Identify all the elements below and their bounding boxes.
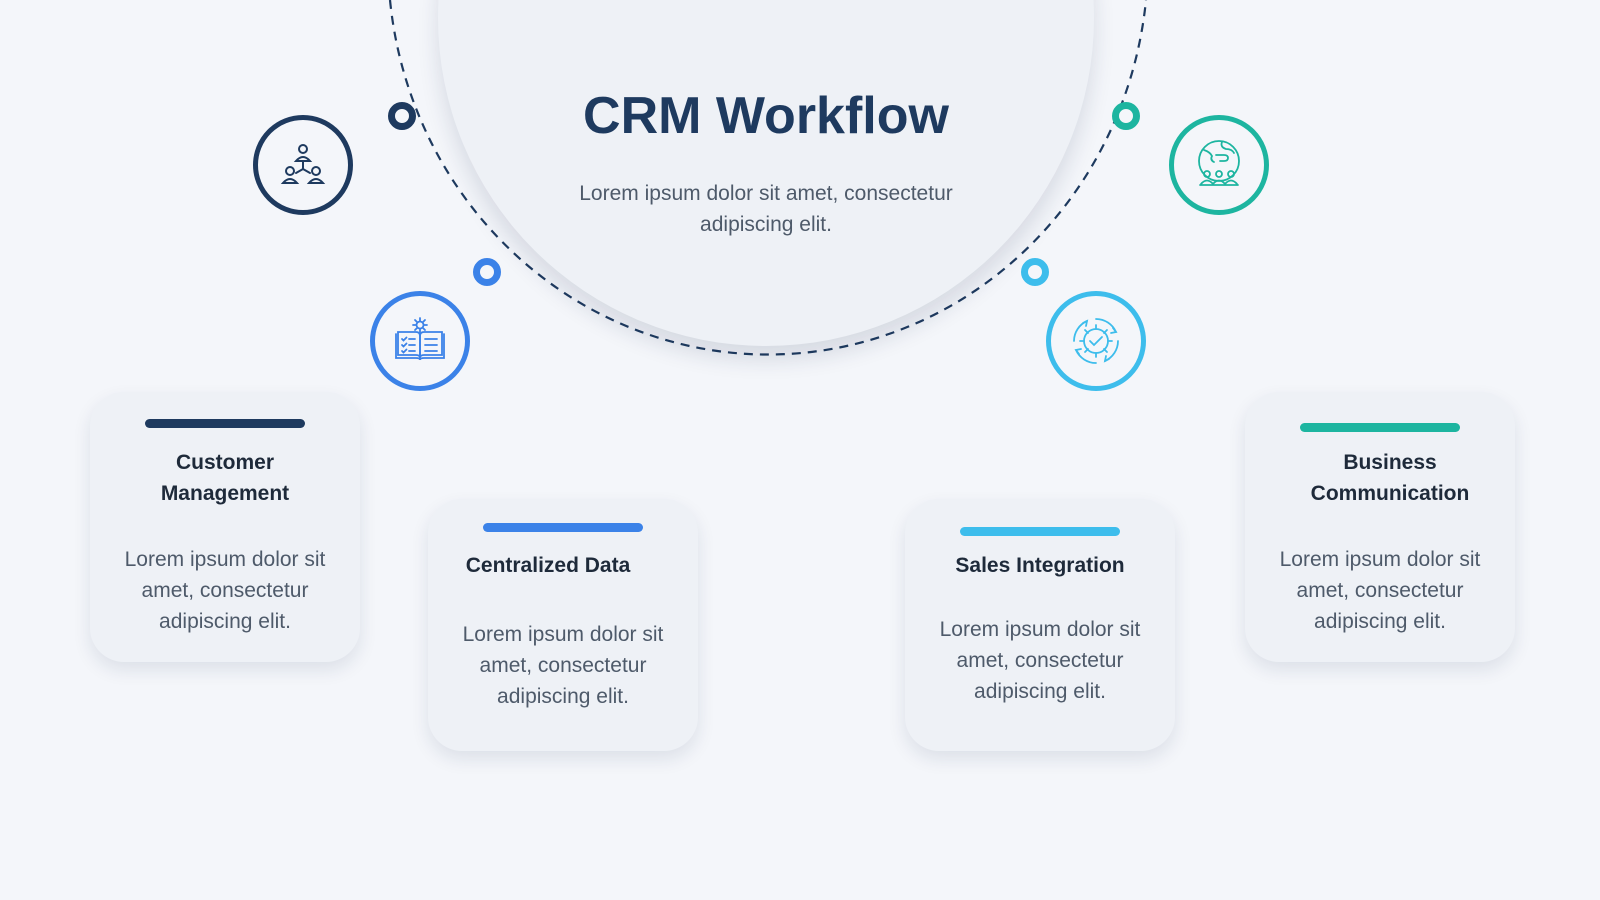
arc-node-customer-management — [388, 102, 416, 130]
page-title: CRM Workflow — [583, 87, 949, 145]
card-description: Lorem ipsum dolor sit amet, consectetur … — [462, 623, 664, 708]
card-accent-bar — [145, 419, 305, 428]
step-card-customer-management: Customer Management Lorem ipsum dolor si… — [90, 392, 360, 662]
people-network-icon — [280, 144, 326, 184]
book-gear-icon — [395, 317, 445, 361]
card-description: Lorem ipsum dolor sit amet, consectetur … — [124, 548, 326, 633]
gear-check-icon — [1073, 318, 1119, 364]
card-title: Sales Integration — [955, 554, 1125, 577]
step-card-business-communication: Business Communication Lorem ipsum dolor… — [1245, 392, 1515, 662]
step-card-centralized-data: Centralized Data Lorem ipsum dolor sit a… — [428, 499, 698, 751]
card-accent-bar — [960, 527, 1120, 536]
card-title: Customer Management — [160, 451, 290, 505]
card-accent-bar — [483, 523, 643, 532]
icon-circle-centralized-data — [370, 291, 470, 391]
arc-node-business-communication — [1112, 102, 1140, 130]
card-description: Lorem ipsum dolor sit amet, consectetur … — [1279, 548, 1481, 633]
globe-team-icon — [1198, 140, 1240, 186]
card-title: Centralized Data — [465, 554, 631, 577]
icon-circle-business-communication — [1169, 115, 1269, 215]
icon-circle-customer-management — [253, 115, 353, 215]
step-card-sales-integration: Sales Integration Lorem ipsum dolor sit … — [905, 499, 1175, 751]
card-title: Business Communication — [1310, 451, 1470, 505]
card-accent-bar — [1300, 423, 1460, 432]
icon-circle-sales-integration — [1046, 291, 1146, 391]
page-subtitle: Lorem ipsum dolor sit amet, consectetur … — [579, 182, 953, 236]
card-description: Lorem ipsum dolor sit amet, consectetur … — [939, 618, 1141, 703]
arc-node-sales-integration — [1021, 258, 1049, 286]
arc-node-centralized-data — [473, 258, 501, 286]
